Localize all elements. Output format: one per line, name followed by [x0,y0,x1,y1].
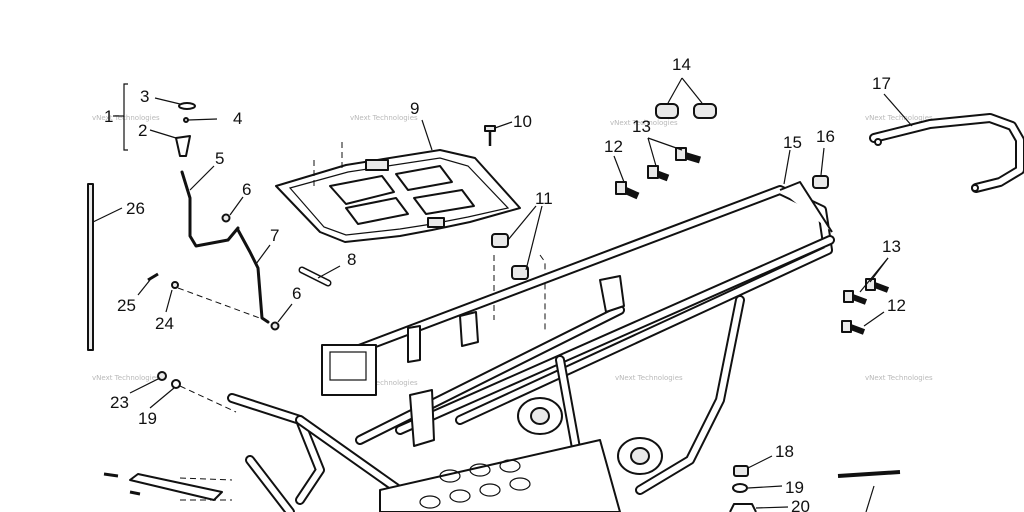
part-rod [87,183,123,351]
callout-4: 4 [233,109,242,128]
callout-18: 18 [775,442,794,461]
part-pin [298,265,341,287]
callout-12: 12 [887,296,906,315]
callout-25: 25 [117,296,136,315]
watermark-group: vNext Technologies vNext Technologies vN… [92,114,933,387]
part-cable-rod [221,196,293,331]
part-bolts-top [613,137,702,200]
part-cap [812,147,829,189]
callout-20: 20 [791,497,810,512]
watermark-text: vNext Technologies [615,374,683,382]
part-grommets [491,205,546,330]
part-small-clips [137,272,266,321]
part-lock-assembly [113,83,218,157]
callout-10: 10 [513,112,532,131]
callout-11: 11 [535,189,553,208]
callout-19: 19 [785,478,804,497]
callout-6: 6 [242,180,251,199]
callout-3: 3 [140,87,149,106]
callout-16: 16 [816,127,835,146]
callout-24: 24 [155,314,174,333]
watermark-text: vNext Technologies [92,374,160,382]
callout-labels: 1 2 3 4 5 6 6 7 8 9 10 11 12 12 13 13 13… [104,55,906,512]
part-bottom-plate [103,472,233,501]
callout-14: 14 [672,55,691,74]
watermark-text: vNext Technologies [350,114,418,122]
callout-15: 15 [783,133,802,152]
callout-19: 19 [138,409,157,428]
part-bumpers [655,77,717,119]
callout-17: 17 [872,74,891,93]
watermark-text: vNext Technologies [92,114,160,122]
callout-13: 13 [882,237,901,256]
callout-9: 9 [410,99,419,118]
callout-2: 2 [138,121,147,140]
callout-6: 6 [292,284,301,303]
watermark-text: vNext Technologies [610,119,678,127]
part-nut-washer [129,371,237,413]
callout-5: 5 [215,149,224,168]
part-screw [484,121,513,146]
callout-13: 13 [632,117,651,136]
callout-7: 7 [270,226,279,245]
callout-23: 23 [110,393,129,412]
callout-12: 12 [604,137,623,156]
part-rear-bracket [869,93,1024,193]
callout-8: 8 [347,250,356,269]
part-bolts-right [841,257,890,335]
part-main-frame [227,149,835,512]
watermark-text: vNext Technologies [865,114,933,122]
watermark-text: vNext Technologies [350,379,418,387]
callout-1: 1 [104,107,113,126]
part-carrier-plate [275,119,521,243]
callout-26: 26 [126,199,145,218]
watermark-text: vNext Technologies [865,374,933,382]
part-latch-rod [180,165,240,248]
part-mount-hardware [729,455,901,512]
